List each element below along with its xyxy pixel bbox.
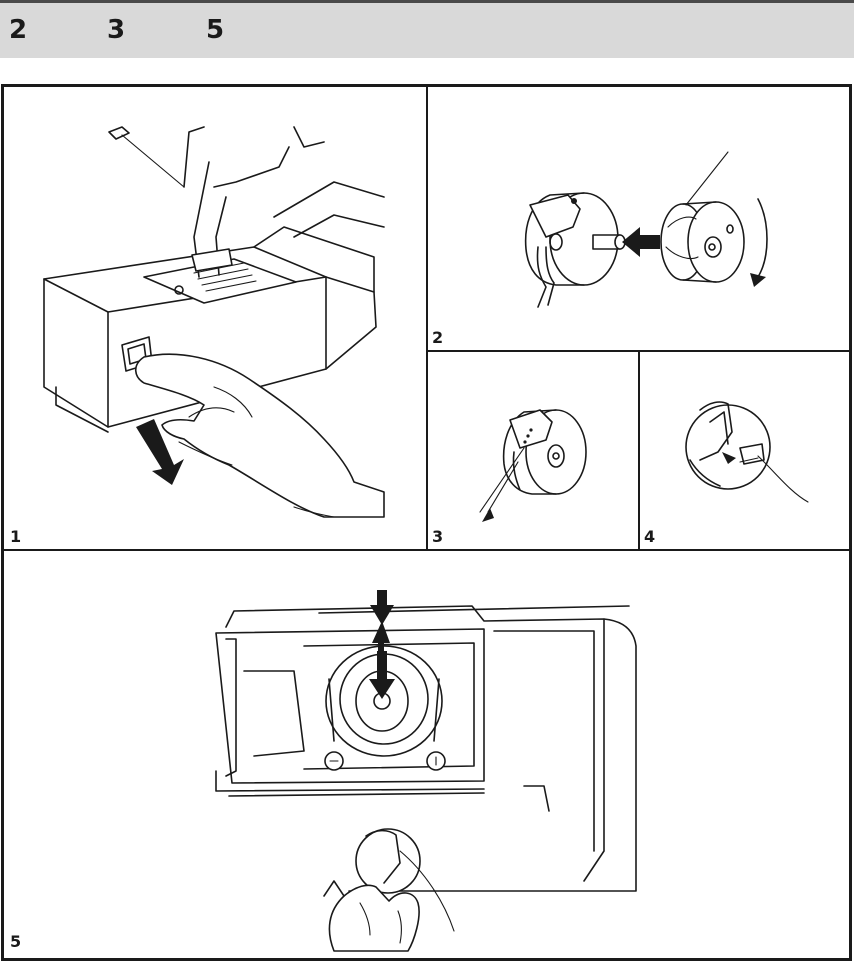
figure-label-3: 3 xyxy=(432,527,444,546)
figure-label-2: 2 xyxy=(432,328,444,347)
bobbin-insertion-illustration xyxy=(524,151,768,308)
figure-frame: 1 xyxy=(1,84,852,961)
header-step-number: 5 xyxy=(206,15,225,45)
figure-label-1: 1 xyxy=(10,527,22,546)
bobbin-tension-spring-illustration xyxy=(685,401,809,503)
figure-panel-3: 3 xyxy=(428,352,640,551)
figure-label-5: 5 xyxy=(10,932,22,951)
header-bar: 2 3 5 xyxy=(0,0,854,58)
figure-panel-5: 6 5 xyxy=(4,551,849,958)
bobbin-thread-slot-illustration xyxy=(479,409,587,522)
figure-panel-4: 4 xyxy=(640,352,849,551)
figure-panel-1: 1 xyxy=(4,87,428,551)
header-step-number: 3 xyxy=(107,15,126,45)
sewing-machine-bobbin-cover-illustration xyxy=(43,126,385,518)
bobbin-case-installation-illustration xyxy=(215,590,637,952)
figure-panel-2: 2 xyxy=(428,87,849,352)
figure-callout-6: 6 xyxy=(376,651,388,670)
figure-label-4: 4 xyxy=(644,527,656,546)
header-step-number: 2 xyxy=(9,15,28,45)
